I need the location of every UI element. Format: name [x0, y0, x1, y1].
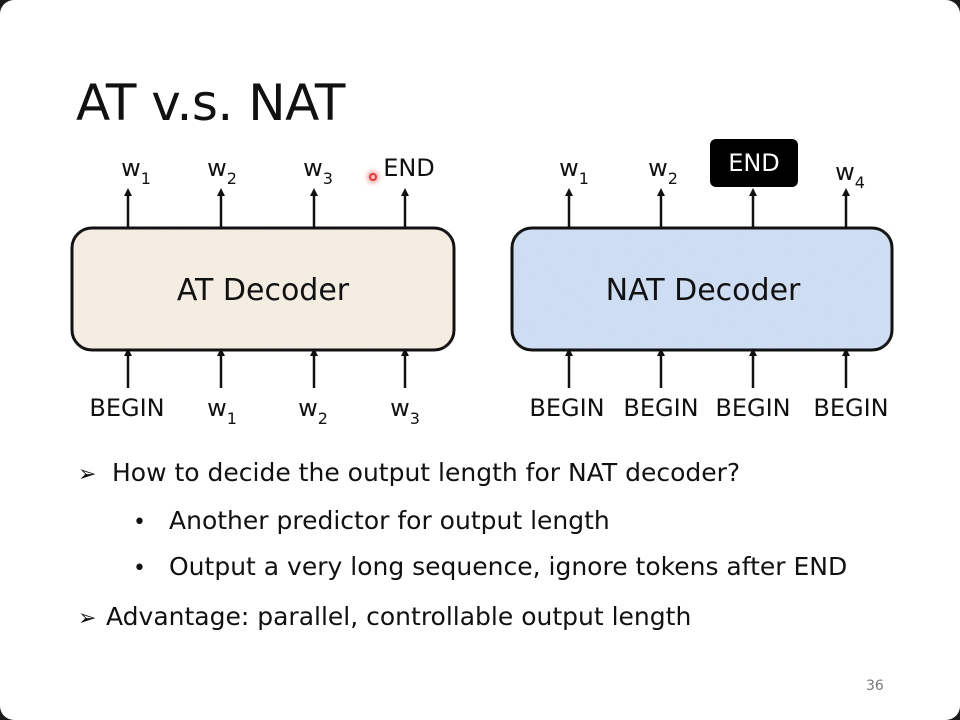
- nat-output-token: END: [728, 149, 780, 177]
- nat-decoder-label: NAT Decoder: [606, 273, 801, 308]
- nat-input-token: BEGIN: [529, 394, 604, 422]
- at-output-token: w3: [303, 154, 333, 188]
- at-input-token: w3: [390, 394, 420, 428]
- dot-bullet-icon: •: [133, 510, 146, 535]
- nat-input-token: BEGIN: [715, 394, 790, 422]
- at-output-token: w1: [121, 154, 151, 188]
- slide-title: AT v.s. NAT: [76, 74, 345, 132]
- nat-input-token: BEGIN: [623, 394, 698, 422]
- at-input-token: BEGIN: [89, 394, 164, 422]
- at-input-token: w2: [298, 394, 328, 428]
- sub-bullet-1-text: Another predictor for output length: [169, 506, 610, 535]
- dot-bullet-icon: •: [133, 556, 146, 581]
- bullet-advantage: ➢ Advantage: parallel, controllable outpu…: [78, 602, 691, 631]
- at-decoder-label: AT Decoder: [177, 273, 350, 308]
- bullet-question: ➢ How to decide the output length for NAT…: [78, 458, 740, 487]
- nat-output-token: w1: [559, 154, 589, 188]
- end-highlight-box: [710, 139, 798, 187]
- bullet-advantage-text: Advantage: parallel, controllable output…: [106, 602, 692, 631]
- nat-output-token: w2: [648, 154, 678, 188]
- nat-output-token: w4: [835, 158, 865, 192]
- at-output-token: w2: [207, 154, 237, 188]
- sub-bullet-2-text: Output a very long sequence, ignore toke…: [169, 552, 848, 581]
- arrows-group: [124, 188, 850, 388]
- bullet-question-text: How to decide the output length for NAT …: [112, 458, 741, 487]
- page-number: 36: [866, 678, 884, 694]
- at-input-token: w1: [207, 394, 237, 428]
- arrow-bullet-icon: ➢: [78, 462, 97, 487]
- laser-pointer-icon: [369, 173, 377, 181]
- at-output-token: END: [383, 154, 435, 182]
- nat-input-token: BEGIN: [813, 394, 888, 422]
- sub-bullet-1: • Another predictor for output length: [133, 506, 610, 535]
- sub-bullet-2: • Output a very long sequence, ignore tok…: [133, 552, 847, 581]
- arrow-bullet-icon: ➢: [78, 606, 97, 631]
